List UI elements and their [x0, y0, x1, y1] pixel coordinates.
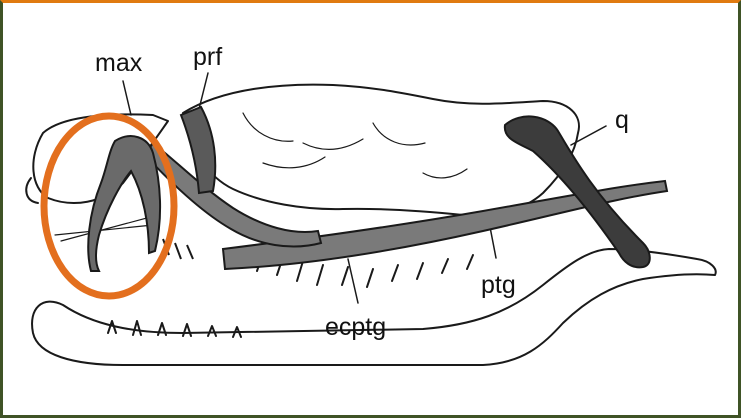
leader-ecptg [348, 259, 358, 303]
label-ptg: ptg [481, 273, 516, 298]
braincase [183, 85, 579, 216]
leader-max [123, 81, 131, 115]
label-q: q [615, 108, 629, 133]
label-prf: prf [193, 45, 222, 70]
leader-ptg [490, 227, 496, 258]
label-ecptg: ecptg [325, 315, 386, 340]
mandible [32, 249, 716, 365]
label-max: max [95, 51, 142, 76]
